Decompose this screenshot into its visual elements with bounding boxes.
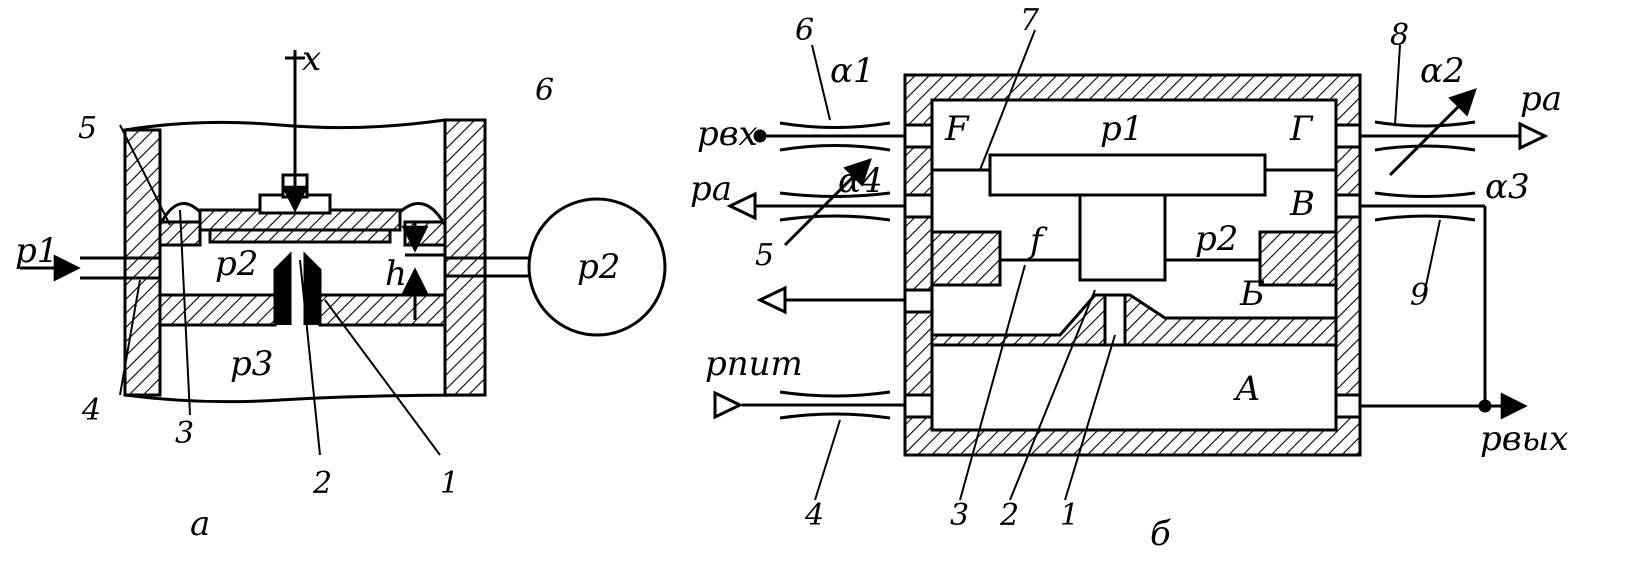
caption-b: б xyxy=(1150,514,1171,554)
num-b-9: 9 xyxy=(1410,278,1429,313)
A-label: А xyxy=(1233,369,1261,409)
p2-chamber-label: p2 xyxy=(215,244,258,284)
partition-lower xyxy=(930,293,1338,347)
num-b-8: 8 xyxy=(1390,18,1409,53)
num-b-4: 4 xyxy=(804,498,824,533)
caption-a: а xyxy=(190,504,210,544)
nozzle-right xyxy=(303,251,322,325)
num-2: 2 xyxy=(312,466,332,501)
V-label: В xyxy=(1289,184,1315,224)
tank xyxy=(527,197,667,337)
p-pit-label: pпит xyxy=(705,344,803,384)
F-label: F xyxy=(944,109,970,149)
p2-label-b: p2 xyxy=(1195,219,1238,259)
x-label: x xyxy=(302,39,321,79)
num-b-3: 3 xyxy=(950,498,969,533)
upper-partition-right xyxy=(403,220,447,247)
diagram-a xyxy=(20,50,667,456)
bottom-break-line xyxy=(124,393,486,404)
housing xyxy=(903,73,1362,457)
num-1: 1 xyxy=(440,466,459,501)
stem xyxy=(1078,193,1167,282)
p2-tank-label: p2 xyxy=(577,247,620,287)
num-b-2: 2 xyxy=(999,498,1019,533)
diagram-b xyxy=(713,29,1549,501)
diagram-a-labels: x p1 p2 p3 p2 h 5 4 3 2 1 6 а xyxy=(15,39,620,544)
diagram-b-labels: pвх pa pпит pa pвых p1 p2 F f Г В Б А α1… xyxy=(690,3,1568,554)
top-break-line xyxy=(124,118,446,132)
upper-piston xyxy=(988,153,1267,197)
lower-partition-right xyxy=(318,293,447,327)
diaphragm-lower xyxy=(208,228,392,244)
pa-left-label: pa xyxy=(690,169,732,209)
p1-label: p1 xyxy=(15,231,58,271)
p-out-label: pвых xyxy=(1480,419,1568,459)
p-in-label: pвх xyxy=(697,114,758,154)
num-6: 6 xyxy=(535,73,554,108)
p3-label: p3 xyxy=(230,344,273,384)
num-b-6: 6 xyxy=(795,13,814,48)
nozzle-b xyxy=(1103,293,1127,347)
pa-top-label: pa xyxy=(1520,79,1562,119)
num-b-5: 5 xyxy=(755,238,774,273)
membrane xyxy=(158,202,202,226)
num-b-1: 1 xyxy=(1060,498,1079,533)
nozzle-left xyxy=(273,251,292,325)
num-b-7: 7 xyxy=(1020,3,1040,38)
partition-upper-right xyxy=(1258,230,1338,287)
membrane-right xyxy=(399,202,447,226)
num-5: 5 xyxy=(78,111,97,146)
upper-partition xyxy=(158,220,202,247)
lower-partition xyxy=(158,293,277,327)
left-wall xyxy=(123,128,162,397)
alpha4-label: α4 xyxy=(838,161,883,201)
num-4: 4 xyxy=(81,393,101,428)
h-label: h xyxy=(385,254,407,294)
p1-label-b: p1 xyxy=(1100,109,1143,149)
alpha3-label: α3 xyxy=(1485,167,1530,207)
B-label: Б xyxy=(1239,274,1265,314)
partition-upper-left xyxy=(930,230,1002,287)
G-label: Г xyxy=(1289,109,1314,149)
f-label: f xyxy=(1027,221,1048,261)
alpha2-label: α2 xyxy=(1420,51,1465,91)
alpha1-label: α1 xyxy=(830,51,875,91)
num-3: 3 xyxy=(175,416,194,451)
